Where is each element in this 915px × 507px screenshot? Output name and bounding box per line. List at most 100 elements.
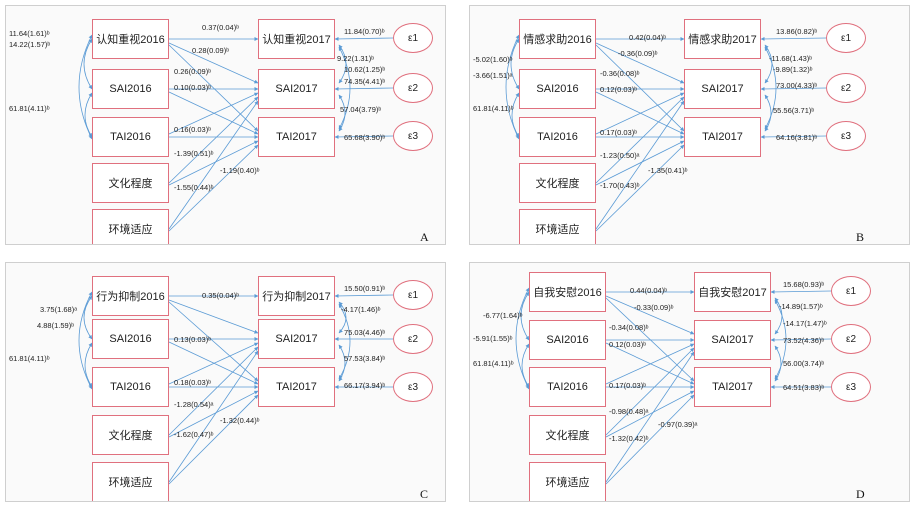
path-arrow [605,295,695,335]
error-covariance-arrow [764,46,777,130]
covariance-arrow [84,92,93,138]
path-arrow [595,92,685,135]
error-arrow [334,36,394,41]
path-arrow [168,96,259,184]
error-arrow [334,134,394,139]
node-s1: SAI2016 [529,320,606,360]
error-covariance-arrow [764,94,772,132]
covariance-arrow [515,287,530,390]
covariance-arrow [78,34,93,140]
node-t2: TAI2017 [258,367,335,407]
path-label: 0.17(0.03)ᵇ [600,128,638,137]
covariance-arrow [505,34,520,140]
error-variance-label: 11.84(0.70)ᵇ [344,27,385,36]
path-arrow [595,91,685,135]
error-cov-label: -14.17(1.47)ᵇ [783,319,827,328]
node-a2: 认知重视2017 [258,19,335,59]
error-covariance-arrow [338,303,351,380]
node-s2: SAI2017 [684,69,761,109]
path-arrow [168,301,259,382]
path-label: 0.35(0.04)ᵇ [202,291,240,300]
error-covariance-arrow [774,299,787,380]
path-label: 0.26(0.09)ᵇ [174,67,212,76]
path-label: 0.44(0.04)ᵇ [630,286,668,295]
path-arrow [605,351,695,483]
cov-label: 3.75(1.68)ᵃ [40,305,77,314]
error-variance-label: 64.16(3.81)ᵇ [776,133,818,142]
error-variance-label: 73.00(4.33)ᵇ [776,81,818,90]
path-arrow [595,96,685,184]
path-arrow [168,350,259,483]
path-arrow [168,299,259,334]
node-a2: 行为抑制2017 [258,276,335,316]
node-a1: 自我安慰2016 [529,272,606,312]
error-variance-label: 73.52(4.36)ᵇ [783,336,825,345]
node-a2: 自我安慰2017 [694,272,771,312]
panel-letter: B [856,230,865,244]
cov-label: -5.02(1.60)ᵇ [473,55,513,64]
panel-letter: C [420,487,429,501]
error-e3: ε3 [393,121,433,151]
panel-b: 情感求助2016 情感求助2017 SAI2016 SAI2017 TAI201… [469,5,910,245]
panel-letter: D [856,487,865,501]
path-arrow [168,346,259,436]
error-e2: ε2 [826,73,866,103]
panel-a: 认知重视2016 认知重视2017 SAI2016 SAI2017 TAI201… [5,5,446,245]
error-arrow [760,36,827,41]
error-cov-label: -11.68(1.43)ᵇ [769,54,813,63]
path-label: -0.97(0.39)ᵃ [658,420,698,429]
error-cov-label: 9.22(1.31)ᵇ [337,54,375,63]
error-covariance-arrow [338,94,346,132]
covariance-arrow [83,295,93,340]
node-t1: TAI2016 [92,117,169,157]
error-cov-label: -4.17(1.46)ᵇ [341,305,381,314]
cov-label: -5.91(1.55)ᵇ [473,334,513,343]
path-arrow [605,347,695,436]
path-arrow [605,343,695,385]
path-label: -0.36(0.09)ᵇ [618,49,658,58]
path-label: 0.18(0.03)ᵇ [174,378,212,387]
error-e2: ε2 [393,324,433,354]
error-e3: ε3 [826,121,866,151]
error-variance-label: 15.68(0.93)ᵇ [783,280,825,289]
path-label: -1.62(0.47)ᵇ [174,430,214,439]
panel-d: 自我安慰2016 自我安慰2017 SAI2016 SAI2017 TAI201… [469,262,910,502]
covariance-arrow [84,342,93,388]
path-arrow [595,100,685,230]
cov-label: -3.66(1.51)ᵃ [473,71,513,80]
error-cov-label: -9.89(1.32)ᵇ [773,65,813,74]
cov-label: 61.81(4.11)ᵇ [473,359,514,368]
path-label: 0.12(0.03)ᵇ [600,85,638,94]
error-arrow [334,293,394,298]
error-covariance-arrow [764,44,773,84]
node-a2: 情感求助2017 [684,19,761,59]
cov-label: 61.81(4.11)ᵇ [9,104,50,113]
cov-label: -6.77(1.64)ᵇ [483,311,523,320]
path-label: 0.10(0.03)ᵇ [174,83,212,92]
path-label: -0.98(0.48)ᵃ [609,407,649,416]
path-arrow [595,140,685,186]
node-env: 环境适应 [92,209,169,244]
node-env: 环境适应 [519,209,596,244]
path-arrow [168,144,259,232]
path-arrow [168,341,259,385]
covariance-arrow [510,38,520,90]
node-edu: 文化程度 [519,163,596,203]
error-covariance-arrow [338,344,346,382]
path-arrow [605,394,695,485]
path-arrow [168,42,259,84]
node-t1: TAI2016 [529,367,606,407]
error-variance-label: 15.50(0.91)ᵇ [344,284,386,293]
error-arrow [760,86,827,91]
node-s1: SAI2016 [92,319,169,359]
path-label: -1.32(0.44)ᵇ [220,416,260,425]
path-label: -1.35(0.41)ᵇ [648,166,688,175]
error-e1: ε1 [831,276,871,306]
error-covariance-arrow [774,345,782,382]
error-e3: ε3 [831,372,871,402]
node-t2: TAI2017 [684,117,761,157]
path-arrows [78,291,394,485]
error-arrow [770,289,832,294]
path-label: 0.42(0.04)ᵇ [629,33,667,42]
path-arrow [168,394,259,485]
